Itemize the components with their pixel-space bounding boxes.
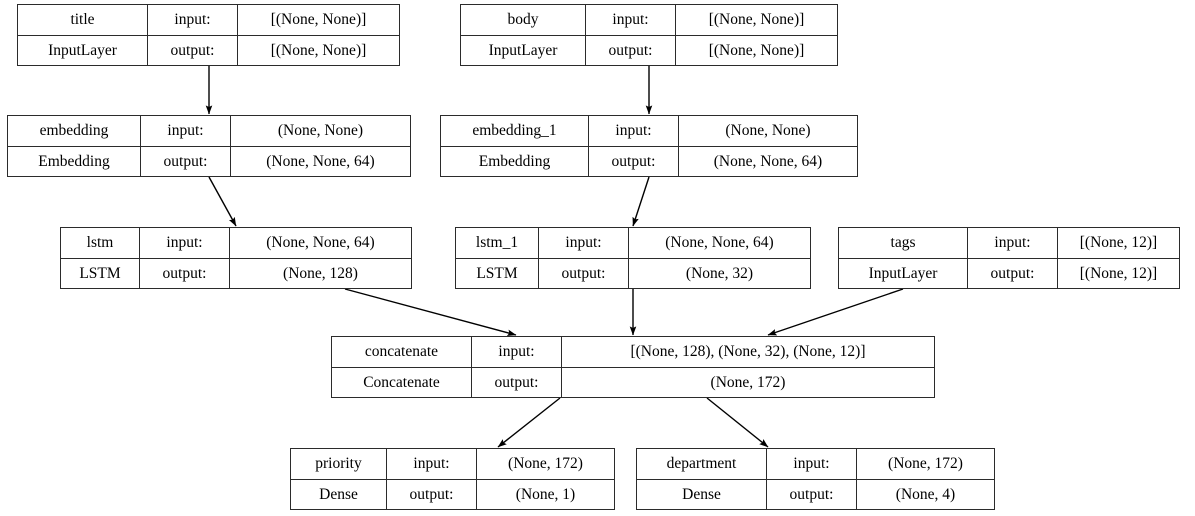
output-label: output: — [148, 35, 238, 65]
input-label: input: — [148, 5, 238, 35]
input-shape: [(None, None)] — [270, 11, 367, 28]
edge-lstm-to-concatenate — [344, 288, 517, 336]
edge-tags-to-concatenate — [767, 288, 904, 336]
output-shape: [(None, None)] — [708, 41, 805, 59]
input-label: input: — [539, 228, 629, 258]
input-shape: [(None, 12)] — [1079, 234, 1158, 251]
input-label: input: — [141, 116, 231, 146]
layer-class-name: Dense — [291, 479, 387, 509]
output-label: output: — [141, 146, 231, 176]
output-shape: [(None, 12)] — [1079, 264, 1158, 282]
layer-name: lstm — [61, 228, 140, 258]
output-label: output: — [472, 367, 562, 397]
layer-name: priority — [291, 449, 387, 479]
layer-class-name: InputLayer — [461, 35, 586, 65]
input-shape: (None, None) — [277, 122, 364, 139]
output-shape: (None, 4) — [895, 485, 956, 503]
output-shape: [(None, None)] — [270, 41, 367, 59]
output-shape: (None, None, 64) — [713, 152, 823, 170]
output-label: output: — [767, 479, 857, 509]
layer-class-name: Embedding — [441, 146, 589, 176]
input-label: input: — [586, 5, 676, 35]
output-shape: (None, None, 64) — [266, 152, 375, 170]
output-shape: (None, 128) — [283, 264, 358, 282]
input-label: input: — [472, 337, 562, 367]
input-label: input: — [387, 449, 477, 479]
input-shape: (None, None, 64) — [665, 234, 774, 251]
layer-name: embedding — [8, 116, 141, 146]
output-shape: (None, 1) — [515, 485, 576, 503]
layer-class-name: LSTM — [456, 258, 539, 288]
input-shape: (None, 172) — [508, 455, 583, 472]
layer-class-name: Embedding — [8, 146, 141, 176]
input-label: input: — [589, 116, 679, 146]
edge-concatenate-to-department — [706, 397, 769, 448]
input-shape: [(None, 128), (None, 32), (None, 12)] — [630, 343, 866, 360]
edge-concatenate-to-priority — [497, 397, 561, 448]
output-label: output: — [387, 479, 477, 509]
layer-class-name: Concatenate — [332, 367, 472, 397]
input-label: input: — [140, 228, 230, 258]
output-label: output: — [589, 146, 679, 176]
layer-name: tags — [839, 228, 968, 258]
input-shape: (None, None) — [725, 122, 811, 139]
layer-class-name: InputLayer — [839, 258, 968, 288]
edge-embedding_1-to-lstm_1 — [632, 176, 650, 227]
output-shape: (None, 32) — [685, 264, 754, 282]
output-label: output: — [586, 35, 676, 65]
layer-name: embedding_1 — [441, 116, 589, 146]
output-label: output: — [140, 258, 230, 288]
output-label: output: — [968, 258, 1058, 288]
input-shape: (None, None, 64) — [266, 234, 375, 251]
layer-name: title — [18, 5, 148, 35]
input-shape: [(None, None)] — [708, 11, 805, 28]
input-shape: (None, 172) — [888, 455, 963, 472]
input-label: input: — [968, 228, 1058, 258]
input-label: input: — [767, 449, 857, 479]
output-shape: (None, 172) — [710, 373, 786, 391]
layer-class-name: Dense — [637, 479, 767, 509]
layer-name: concatenate — [332, 337, 472, 367]
layer-name: department — [637, 449, 767, 479]
layer-class-name: LSTM — [61, 258, 140, 288]
layer-name: body — [461, 5, 586, 35]
edge-embedding-to-lstm — [208, 176, 237, 227]
layer-class-name: InputLayer — [18, 35, 148, 65]
layer-name: lstm_1 — [456, 228, 539, 258]
output-label: output: — [539, 258, 629, 288]
